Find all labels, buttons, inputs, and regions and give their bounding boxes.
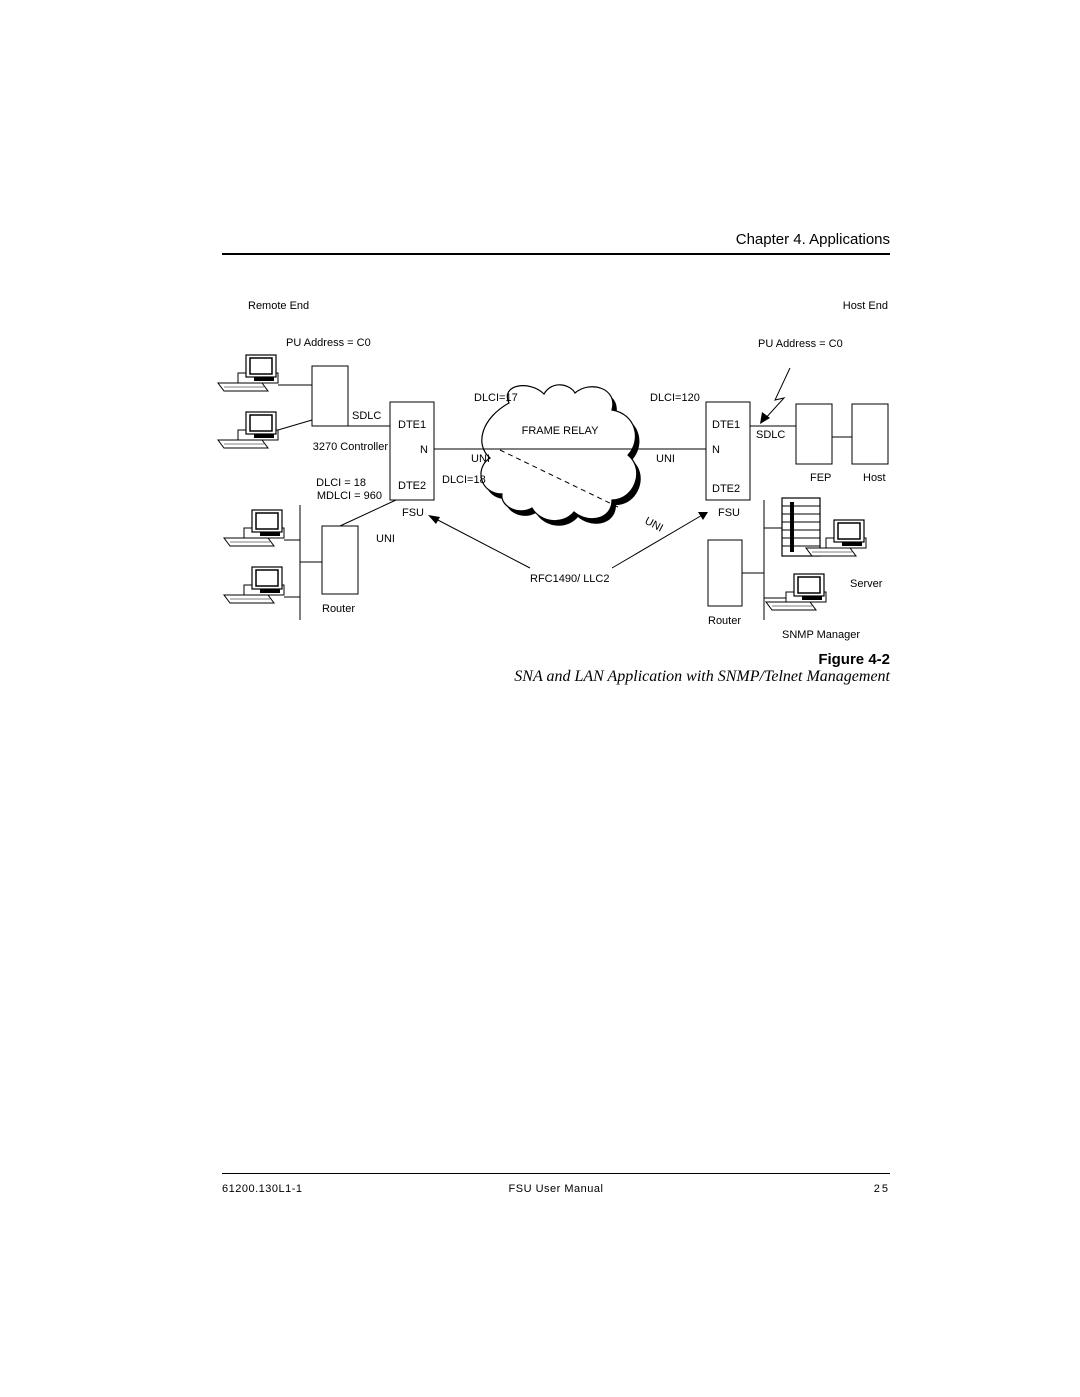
server-label: Server [850, 578, 883, 590]
uni-lower-left: UNI [376, 533, 395, 545]
fsu-left-box [389, 401, 435, 501]
fep-box [795, 403, 833, 465]
pu-address-right: PU Address = C0 [758, 338, 843, 350]
uni-diagonal-label: UNI [643, 515, 665, 534]
router-right-box [707, 539, 743, 607]
n-right: N [712, 444, 720, 456]
figure-label: Figure 4-2 [818, 651, 890, 668]
sdlc-left-label: SDLC [352, 410, 381, 422]
pu-address-left: PU Address = C0 [286, 337, 371, 349]
workstation-icon [217, 411, 279, 449]
host-box [851, 403, 889, 465]
footer-doc-number: 61200.130L1-1 [222, 1183, 303, 1195]
rfc-label: RFC1490/ LLC2 [530, 573, 610, 585]
dte1-right: DTE1 [712, 419, 740, 431]
fsu-right-box [705, 401, 751, 501]
mdlci-label: MDLCI = 960 [317, 490, 382, 502]
workstation-icon [765, 573, 827, 611]
dte2-left: DTE2 [398, 480, 426, 492]
workstation-icon [223, 509, 285, 547]
figure-caption: SNA and LAN Application with SNMP/Telnet… [514, 668, 890, 685]
uni-right-link: UNI [656, 453, 675, 465]
dlci-17-label: DLCI=17 [474, 392, 518, 404]
host-end-label: Host End [843, 300, 888, 312]
fep-label: FEP [810, 472, 831, 484]
dlci-120-label: DLCI=120 [650, 392, 700, 404]
frame-relay-cloud [480, 384, 641, 526]
network-diagram: Remote End Host End PU Address = C0 PU A… [217, 300, 889, 641]
header-rule [222, 253, 890, 255]
uni-left-link: UNI [471, 453, 490, 465]
server-icon [764, 497, 821, 557]
frame-relay-label: FRAME RELAY [522, 425, 599, 437]
n-left: N [420, 444, 428, 456]
chapter-header: Chapter 4. Applications [735, 231, 890, 248]
router-left-box [321, 525, 359, 595]
controller-label: 3270 Controller [313, 441, 389, 453]
dte2-right: DTE2 [712, 483, 740, 495]
dlci-18-cloud: DLCI=18 [442, 474, 486, 486]
sdlc-right-label: SDLC [756, 429, 785, 441]
workstation-icon [217, 354, 279, 392]
router-right-label: Router [708, 615, 741, 627]
fsu-left-label: FSU [402, 507, 424, 519]
dte1-left: DTE1 [398, 419, 426, 431]
footer-rule [222, 1173, 890, 1174]
router-left-label: Router [322, 603, 355, 615]
dlci-18-left: DLCI = 18 [316, 477, 366, 489]
fsu-right-label: FSU [718, 507, 740, 519]
controller-box [311, 365, 349, 427]
snmp-manager-label: SNMP Manager [782, 629, 860, 641]
footer-page-number: 25 [873, 1183, 890, 1195]
host-label: Host [863, 472, 886, 484]
footer-title: FSU User Manual [508, 1183, 604, 1195]
remote-end-label: Remote End [248, 300, 309, 312]
workstation-icon [223, 566, 285, 604]
